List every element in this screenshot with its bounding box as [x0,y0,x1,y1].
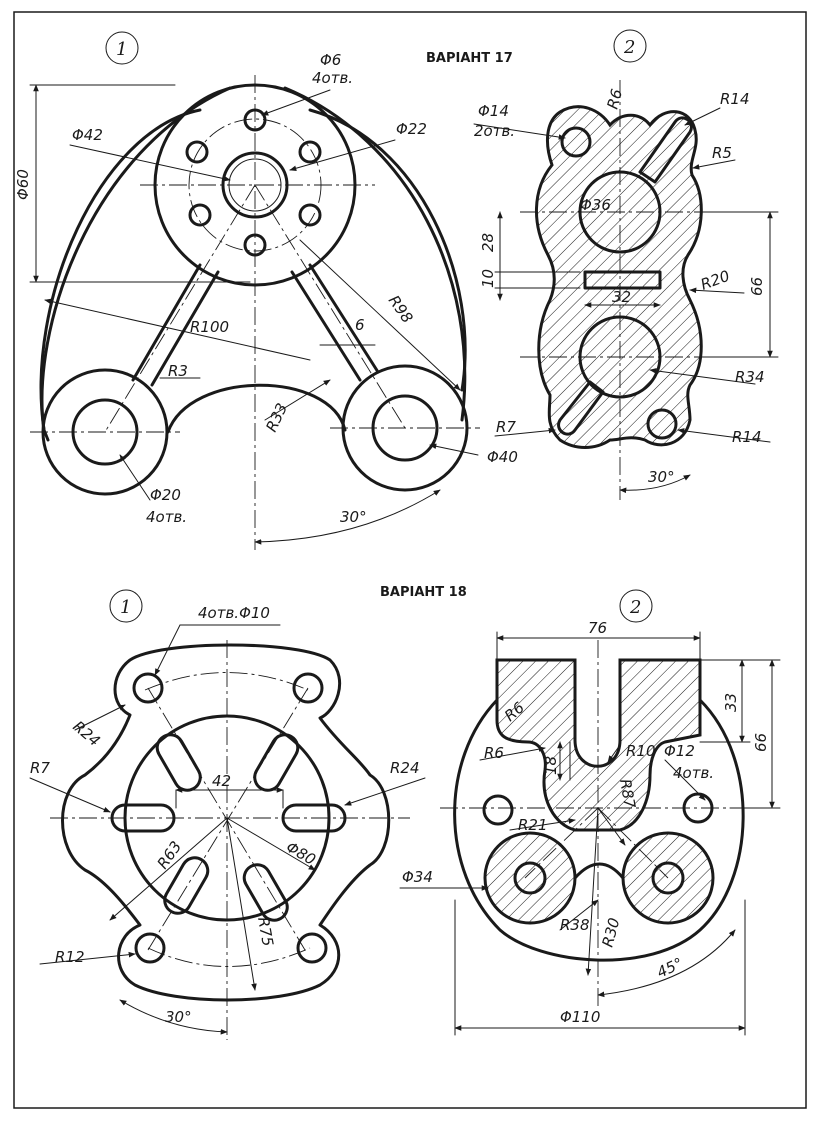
v18-fig1-outer-contour [61,643,391,1002]
v17-figure-1: 1 [14,31,518,550]
v18-fig2-label-d110: Φ110 [560,1008,600,1026]
v18-fig2-number-circle [619,589,653,623]
v17-fig1-number: 1 [116,39,127,60]
v18-fig1-label-r24-right: R24 [390,759,420,777]
v17-fig1-label-d40: Φ40 [487,448,518,466]
v17-fig2-label-dim10: 10 [479,269,497,288]
v18-fig1-label-angle: 30° [165,1008,192,1026]
v17-fig2-lower-slot [557,380,605,436]
v17-fig2-hole-bottom-right [646,408,678,440]
v18-fig1-number: 1 [120,597,131,618]
v17-fig1-right-rib [290,263,380,382]
v17-fig2-label-r14-top: R14 [720,90,750,108]
v18-fig1-label-r7: R7 [30,759,50,777]
sheet-border [13,11,807,1109]
v17-fig1-label-r33: R33 [262,400,291,434]
v18-fig1-label-r24-left: R24 [69,717,103,750]
v17-fig2-slot [583,270,662,290]
v17-fig2-label-r14-bot: R14 [732,428,762,446]
v17-fig1-label-r98: R98 [385,292,417,327]
v18-fig2-number: 2 [629,597,641,618]
v18-fig2-section-upper [495,658,702,832]
v17-fig2-label-dim32: 32 [612,288,631,306]
v18-fig2-label-angle: 45° [654,954,686,982]
v18-fig1-number-circle [109,589,143,623]
v18-fig1-label-holes: 4отв.Φ10 [198,604,270,622]
v18-fig2-label-r6b: R6 [484,744,504,762]
v18-fig2-label-r10: R10 [626,742,656,760]
v17-fig1-label-d6: Φ6 [320,51,341,69]
v17-fig2-label-r7: R7 [496,418,516,436]
v18-fig2-label-dim66: 66 [752,733,770,752]
v18-fig2-label-dim33: 33 [722,693,740,712]
v18-fig2-label-r87: R87 [616,778,639,811]
v17-fig1-outer-contour [39,108,467,442]
v18-fig1-label-d80: Φ80 [283,838,319,869]
v18-figure-1: 1 [29,589,426,1040]
v17-fig1-number-circle [105,31,139,65]
v17-fig1-label-r3: R3 [168,362,188,380]
v17-fig1-label-d22: Φ22 [396,120,427,138]
v18-fig2-label-r30: R30 [598,916,623,949]
v17-fig2-label-d14-count: 2отв. [474,122,515,140]
v17-fig2-label-r6: R6 [603,87,626,111]
v18-fig2-label-r21: R21 [518,816,548,834]
v17-fig1-left-rib [131,263,220,387]
v17-fig2-label-r20: R20 [698,267,732,294]
v18-fig2-label-dim76: 76 [588,619,607,637]
variant-18-title: ВАРІАНТ 18 [380,585,467,600]
v17-fig1-outer-arc-right [283,86,467,422]
v18-fig2-outer-circle-arc [453,698,745,962]
v18-fig2-connector-arc [573,862,625,880]
v17-fig1-label-d42: Φ42 [72,126,103,144]
v17-fig1-label-d60: Φ60 [14,169,32,200]
v17-fig2-label-dim66: 66 [748,277,766,296]
v17-fig1-small-holes [185,108,322,257]
v18-fig2-label-r38: R38 [560,916,590,934]
v17-fig2-hole-top-left [560,126,592,158]
v17-fig2-label-r34: R34 [735,368,765,386]
v18-fig2-label-d34: Φ34 [402,868,433,886]
variant-17-title: ВАРІАНТ 17 [426,51,513,66]
v17-fig1-outer-arc-left [40,86,232,432]
v18-figure-2: 2 76 33 66 [399,589,781,1036]
v17-fig2-number: 2 [623,37,635,58]
v17-fig1-label-six: 6 [355,316,365,334]
v18-fig2-label-d12-count: 4отв. [673,764,714,782]
v17-fig2-label-r5: R5 [712,144,732,162]
v18-fig2-right-lug-hole [651,861,685,895]
v18-fig2-left-lug-hole [513,861,547,895]
v17-fig2-label-d36: Φ36 [580,196,611,214]
v17-fig1-label-d20: Φ20 [150,486,181,504]
v17-fig1-label-d20-count: 4отв. [146,508,187,526]
v17-fig2-label-d14: Φ14 [478,102,509,120]
v17-fig1-label-angle: 30° [340,508,367,526]
v17-fig1-label-r100: R100 [190,318,229,336]
v17-fig2-label-dim28: 28 [479,233,497,252]
v18-fig1-label-r12: R12 [55,948,85,966]
v18-fig1-hole-arc-bottom [147,947,311,967]
v18-fig2-left-hole [482,794,514,826]
v18-fig1-label-r75: R75 [254,916,277,948]
v17-fig1-label-d6-count: 4отв. [312,69,353,87]
v18-fig1-label-dim42: 42 [212,772,231,790]
v17-figure-2: 2 Φ14 2отв. R6 R14 R5 Φ36 28 10 [473,29,779,500]
v18-fig2-label-d12: Φ12 [664,742,695,760]
v17-fig2-number-circle [613,29,647,63]
v18-fig2-left-lug [483,831,577,925]
v18-fig1-hole-arc-top [144,672,309,691]
v18-fig2-label-dim18: 18 [542,756,560,775]
v17-fig2-label-angle: 30° [648,468,675,486]
v18-fig1-corner-holes [132,672,328,964]
